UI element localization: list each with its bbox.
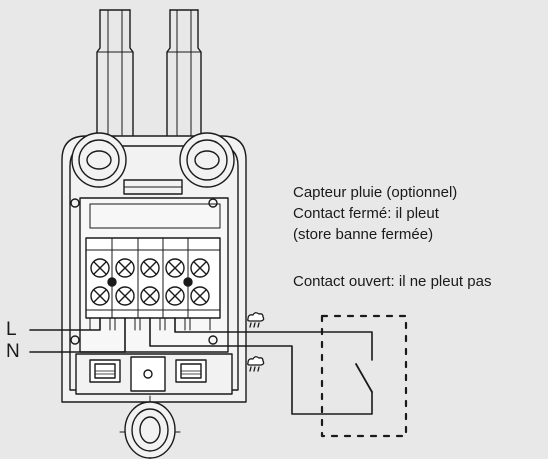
bottom-cable-gland [119, 395, 181, 459]
wire-l [29, 317, 101, 331]
wire-sensor-upper [174, 317, 373, 361]
wire-n [29, 317, 126, 353]
cable-tube-right [166, 9, 202, 151]
rain-cloud-icon [247, 356, 265, 372]
lower-housing [75, 353, 233, 395]
terminal-block [85, 237, 221, 331]
cable-tube-left [96, 9, 134, 151]
wires [29, 317, 373, 415]
annotation-line-3: (store banne fermée) [293, 226, 434, 243]
terminal-screws-top [90, 258, 210, 278]
annotation-line-1: Capteur pluie (optionnel) [293, 184, 458, 201]
annotation-line-4: Contact ouvert: il ne pleut pas [293, 273, 492, 290]
rain-cloud-icon [247, 312, 265, 328]
label-neutral: N [6, 341, 20, 362]
label-line: L [6, 319, 17, 340]
annotation-line-2: Contact fermé: il pleut [293, 205, 439, 222]
switch-contact [355, 363, 373, 393]
wire-sensor-lower [149, 317, 373, 415]
terminal-screws-bottom [90, 286, 210, 306]
rain-sensor-box [320, 314, 408, 438]
